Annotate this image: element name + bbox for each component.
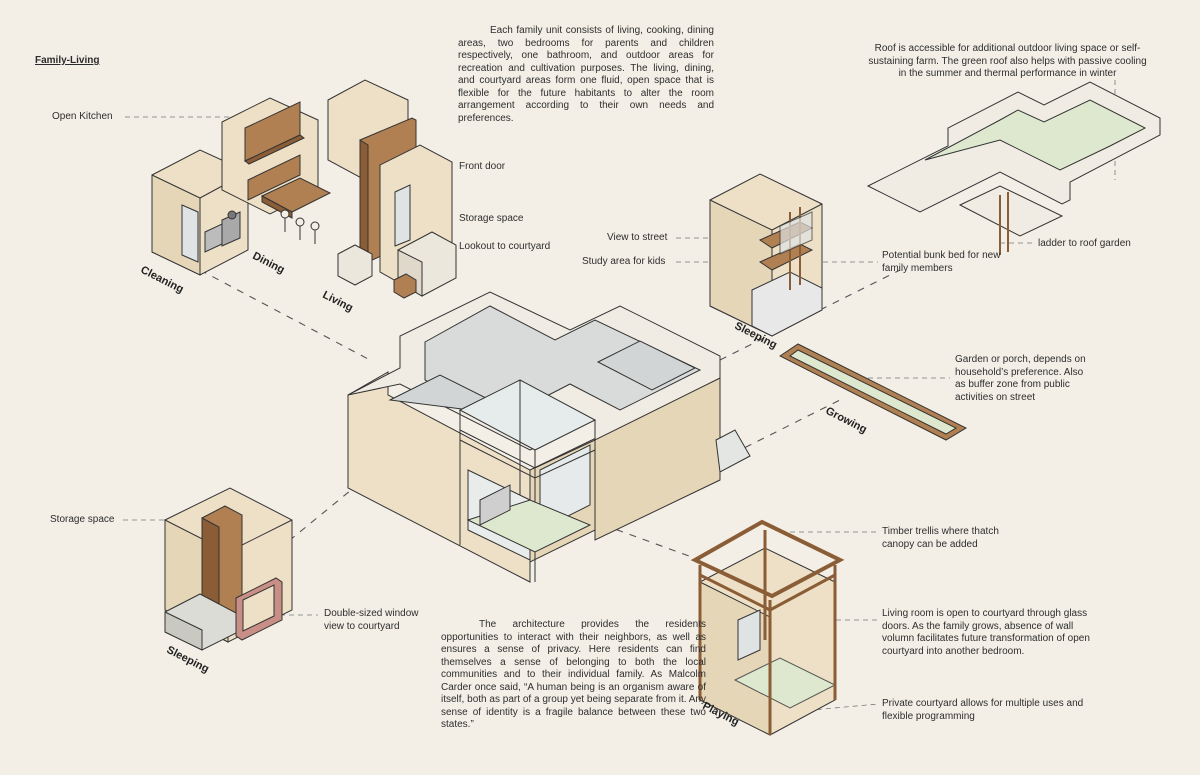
intro-text: Each family unit consists of living, coo… [458,25,714,124]
green-roof-module [866,81,1161,255]
bottom-text: The architecture provides the residents … [441,619,706,730]
label-front-door: Front door [459,161,506,172]
page-title: Family-Living [35,55,100,66]
kitchen-dining-living-module [151,79,457,299]
label-double-window: Double-sized window view to courtyard [324,608,419,632]
label-view-street: View to street [607,232,668,243]
label-garden: Garden or porch, depends on household’s … [955,354,1086,403]
label-lookout: Lookout to courtyard [459,241,551,252]
label-open-kitchen: Open Kitchen [52,111,113,122]
label-living-room: Living room is open to courtyard through… [882,608,1090,657]
playing-trellis-module [690,519,845,736]
label-storage-space-top: Storage space [459,213,524,224]
label-bunk-bed: Potential bunk bed for new family member… [882,250,1001,274]
label-private-courtyard: Private courtyard allows for multiple us… [882,698,1084,722]
roof-text: Roof is accessible for additional outdoo… [868,43,1147,79]
label-ladder: ladder to roof garden [1038,238,1131,249]
label-timber: Timber trellis where thatch canopy can b… [882,526,999,550]
sleeping-tower-module [709,173,823,337]
label-study-area: Study area for kids [582,256,666,267]
central-house [347,291,751,583]
sleeping-wardrobe-module [164,487,293,651]
label-storage-space-bottom: Storage space [50,514,115,525]
growing-strip [779,343,968,441]
